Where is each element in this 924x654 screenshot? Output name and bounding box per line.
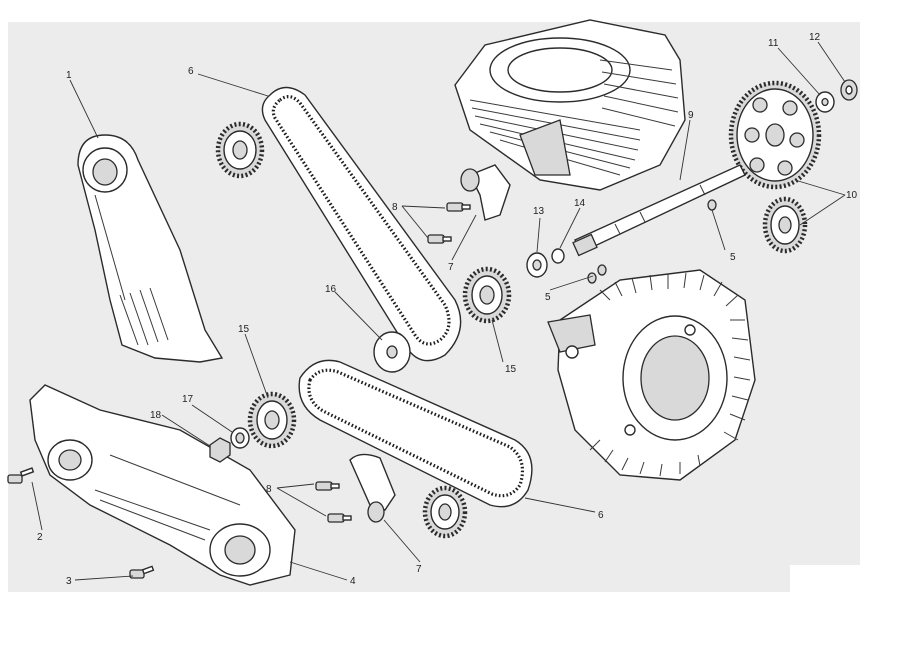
key-5b (597, 264, 607, 276)
pulley-15-center (462, 266, 512, 324)
callout-10: 10 (846, 190, 858, 201)
callout-7-upper: 7 (448, 262, 454, 273)
callout-15-left: 15 (238, 324, 250, 335)
small-gear-10 (762, 196, 808, 254)
timing-belt-lower (298, 359, 533, 508)
washer-17-hole (235, 432, 245, 444)
callout-8-lower: 8 (266, 484, 272, 495)
callout-14: 14 (574, 198, 586, 209)
screw-8c (315, 481, 340, 491)
callout-8-upper: 8 (392, 202, 398, 213)
cylinder-barrel (454, 19, 686, 191)
callout-6-lower: 6 (598, 510, 604, 521)
callout-6-upper: 6 (188, 66, 194, 77)
callout-13: 13 (533, 206, 545, 217)
panel-corner-cutout (790, 565, 870, 600)
callout-17: 17 (182, 394, 194, 405)
pulley-15-left (247, 391, 297, 449)
callout-11: 11 (768, 38, 779, 49)
callout-15-center: 15 (505, 364, 517, 375)
pulley-upper-left (215, 121, 265, 179)
screw-8d (327, 513, 352, 523)
pulley-lower (422, 485, 468, 539)
screw-8a (446, 202, 471, 212)
shaft (572, 164, 746, 257)
key-5c (587, 272, 597, 284)
callout-5-upper: 5 (730, 252, 736, 263)
ring-14 (551, 248, 565, 264)
callout-7-lower: 7 (416, 564, 422, 575)
tensioner-upper (460, 164, 511, 221)
callout-5-lower: 5 (545, 292, 551, 303)
washer-16-hole (386, 345, 398, 359)
washer-11-hole (821, 97, 829, 107)
belt-cover-upper (77, 134, 224, 363)
nut-18 (209, 437, 231, 463)
nut-12-hole (845, 85, 853, 95)
callout-labels: 1 2 3 4 5 5 6 6 7 7 8 8 9 10 11 12 13 14… (37, 32, 858, 587)
callout-12: 12 (809, 32, 821, 43)
tensioner-lower (349, 453, 396, 523)
belt-cover-lower (29, 384, 296, 586)
key-5a (707, 199, 717, 211)
callout-18: 18 (150, 410, 162, 421)
callout-16: 16 (325, 284, 337, 295)
callout-1: 1 (66, 70, 72, 81)
screw-3 (129, 565, 155, 579)
cylinder-head (547, 269, 756, 481)
screw-2 (7, 467, 35, 484)
callout-4: 4 (350, 576, 356, 587)
leader-lines (31, 41, 846, 581)
callout-3: 3 (66, 576, 72, 587)
washer-13-hole (532, 259, 542, 271)
callout-2: 2 (37, 532, 43, 543)
screw-8b (427, 234, 452, 244)
timing-belt-upper (261, 86, 462, 362)
large-gear (728, 80, 822, 190)
callout-9: 9 (688, 110, 694, 121)
